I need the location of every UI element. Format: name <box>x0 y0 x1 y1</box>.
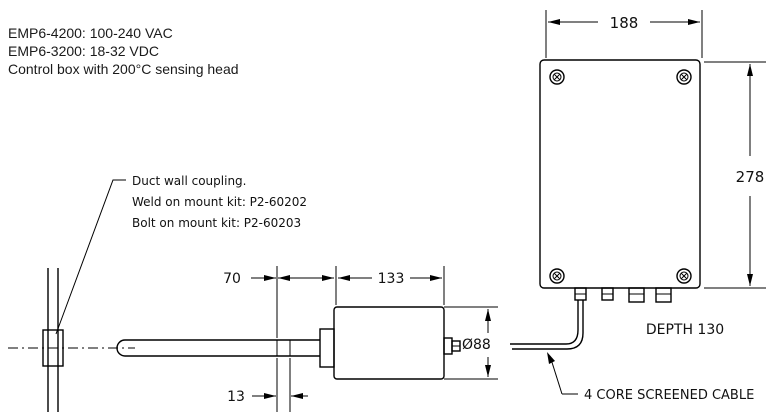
sensor-diameter-label: Ø88 <box>462 337 491 353</box>
callout-line-3: Bolt on mount kit: P2-60203 <box>132 216 301 230</box>
box-width-dimension: 188 <box>545 10 703 58</box>
collar-dimension: 13 <box>227 358 308 412</box>
screw-top-right <box>676 69 692 85</box>
spec-line-4200: EMP6-4200: 100-240 VAC <box>8 25 173 41</box>
screw-bottom-left <box>549 268 565 284</box>
probe-length-dimension: 70 <box>223 266 337 338</box>
probe-collar <box>319 328 335 368</box>
cable <box>510 300 584 350</box>
depth-label: DEPTH 130 <box>646 322 724 338</box>
callout-line-1: Duct wall coupling. <box>132 174 246 188</box>
screw-top-left <box>549 69 565 85</box>
callout-line-2: Weld on mount kit: P2-60202 <box>132 195 307 209</box>
spec-line-control-box: Control box with 200°C sensing head <box>8 61 239 77</box>
probe <box>116 328 335 368</box>
sensor-housing <box>333 306 445 380</box>
cable-gland-3 <box>628 287 645 303</box>
cable-leader: 4 CORE SCREENED CABLE <box>547 352 754 403</box>
control-box-body <box>539 59 701 289</box>
box-height-label: 278 <box>736 168 765 186</box>
probe-length-label: 70 <box>223 271 241 287</box>
screw-bottom-right <box>676 268 692 284</box>
duct-wall <box>42 268 64 412</box>
control-box <box>539 59 701 303</box>
box-width-label: 188 <box>610 14 639 32</box>
sensor-diameter-dimension: Ø88 <box>444 306 498 380</box>
coupling-callout: Duct wall coupling. Weld on mount kit: P… <box>55 174 307 335</box>
sensor-length-dimension: 133 <box>338 266 445 305</box>
cable-gland-2 <box>601 287 614 301</box>
cable-gland-1 <box>574 287 587 301</box>
collar-label: 13 <box>227 389 245 405</box>
cable-gland-4 <box>655 287 672 303</box>
box-height-dimension: 278 <box>704 61 766 289</box>
spec-line-3200: EMP6-3200: 18-32 VDC <box>8 43 159 59</box>
sensor-length-label: 133 <box>378 271 405 287</box>
cable-connector <box>443 337 461 355</box>
cable-label: 4 CORE SCREENED CABLE <box>584 388 754 403</box>
